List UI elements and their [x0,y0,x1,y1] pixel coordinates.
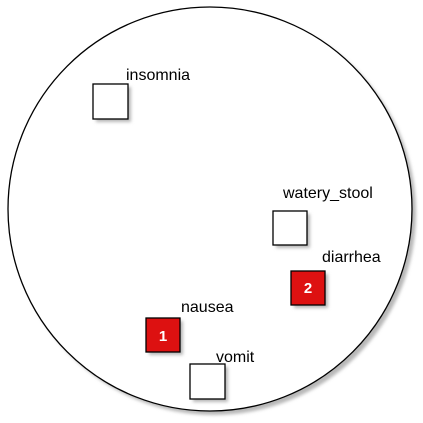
node-diarrhea: 2 diarrhea [290,249,381,308]
node-box [290,270,326,306]
node-vomit: vomit [189,349,255,402]
node-label: nausea [181,299,234,316]
node-label: watery_stool [282,185,373,202]
node-box [189,363,226,400]
node-nausea: 1 nausea [145,299,234,355]
node-label: vomit [216,349,255,366]
node-box [272,210,308,246]
node-box [145,317,181,353]
marker-number: 1 [159,328,167,345]
node-label: insomnia [126,67,190,84]
node-label: diarrhea [322,249,381,266]
outer-circle [7,6,413,412]
node-watery-stool: watery_stool [272,185,373,248]
node-insomnia: insomnia [92,67,190,122]
marker-number: 2 [304,280,312,297]
node-box [92,83,129,120]
